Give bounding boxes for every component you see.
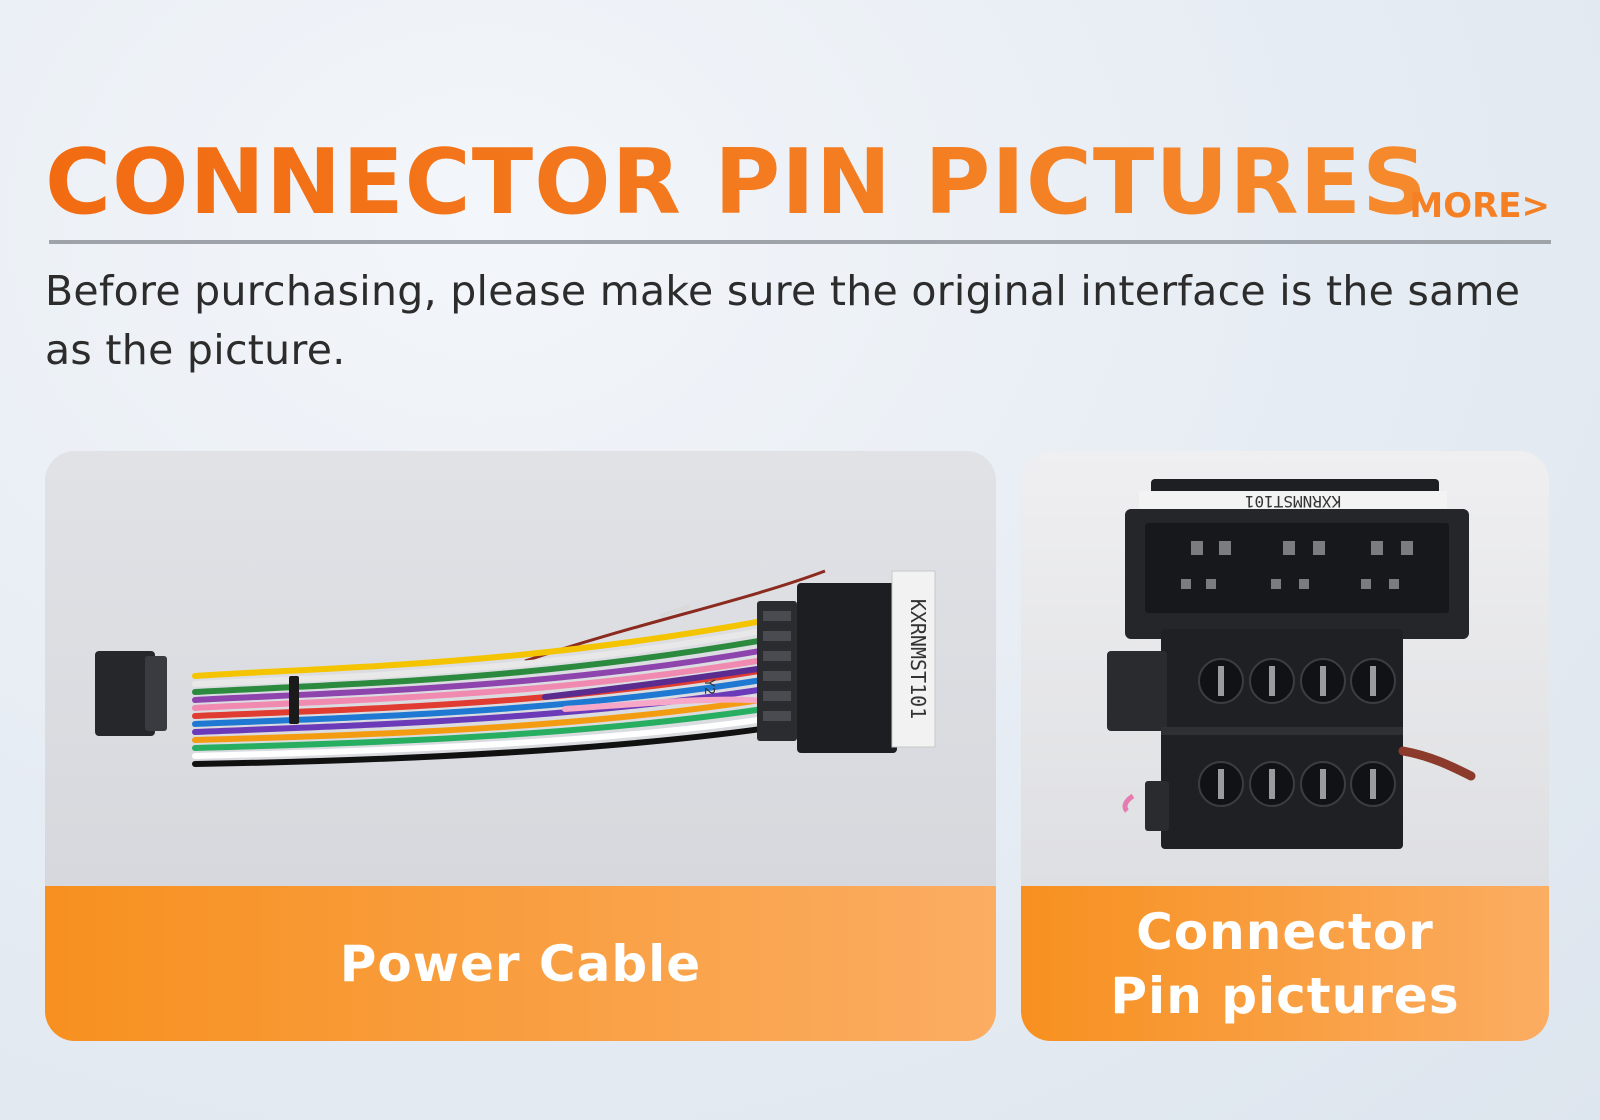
title-divider	[49, 240, 1551, 244]
wire-tag-text: Y2	[701, 679, 716, 695]
connector-pin-image: KXRNMST101	[1021, 451, 1549, 886]
power-cable-card[interactable]: KXRNMST101 Y2 Power Cable	[45, 451, 996, 1041]
connector-pin-label-line2: Pin pictures	[1110, 966, 1460, 1025]
intro-text: Before purchasing, please make sure the …	[45, 267, 1521, 374]
power-cable-label: Power Cable	[339, 934, 702, 993]
page-title: CONNECTOR PIN PICTURES	[45, 128, 1428, 238]
header: CONNECTOR PIN PICTURES MORE>	[45, 128, 1550, 238]
more-link[interactable]: MORE>	[1409, 186, 1550, 226]
connector-pin-label-line1: Connector	[1136, 902, 1434, 961]
connector-pin-caption: Connector Pin pictures	[1021, 886, 1549, 1041]
connector-pin-card[interactable]: KXRNMST101	[1021, 451, 1549, 1041]
power-cable-caption: Power Cable	[45, 886, 996, 1041]
connector-label-text: KXRNMST101	[906, 599, 930, 719]
power-cable-image: KXRNMST101 Y2	[45, 451, 996, 886]
connector-label-text-right: KXRNMST101	[1245, 492, 1341, 511]
